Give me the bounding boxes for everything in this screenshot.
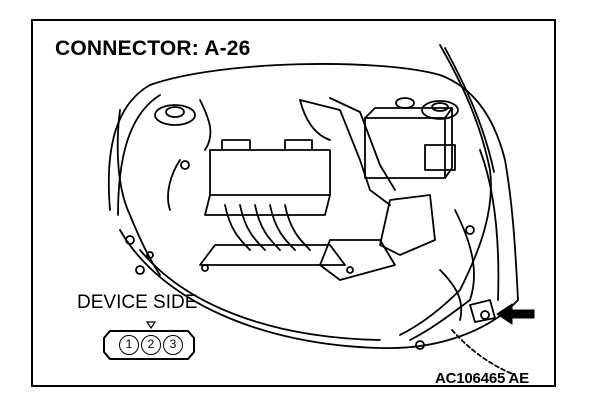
battery	[209, 149, 331, 196]
wiring-harness-right	[399, 44, 492, 336]
air-intake	[299, 99, 391, 206]
intake-manifold	[224, 204, 311, 251]
figure-code: AC106465 AE	[435, 370, 529, 387]
connector-pin-3: 3	[163, 335, 183, 355]
hood-outline	[107, 63, 519, 301]
fuse-box	[364, 117, 446, 179]
strut-tower-right	[421, 100, 459, 120]
connector-pin-2: 2	[141, 335, 161, 355]
device-side-label: DEVICE SIDE	[77, 292, 198, 313]
wiring-harness-left	[116, 109, 161, 276]
connector-title: CONNECTOR: A-26	[55, 37, 251, 60]
arrow-left-icon	[496, 303, 535, 325]
connector-pin-1: 1	[119, 335, 139, 355]
bumper-outline	[119, 229, 519, 349]
connector-icon	[103, 321, 195, 360]
strut-tower-left	[154, 104, 196, 126]
connector-a26	[469, 299, 496, 323]
